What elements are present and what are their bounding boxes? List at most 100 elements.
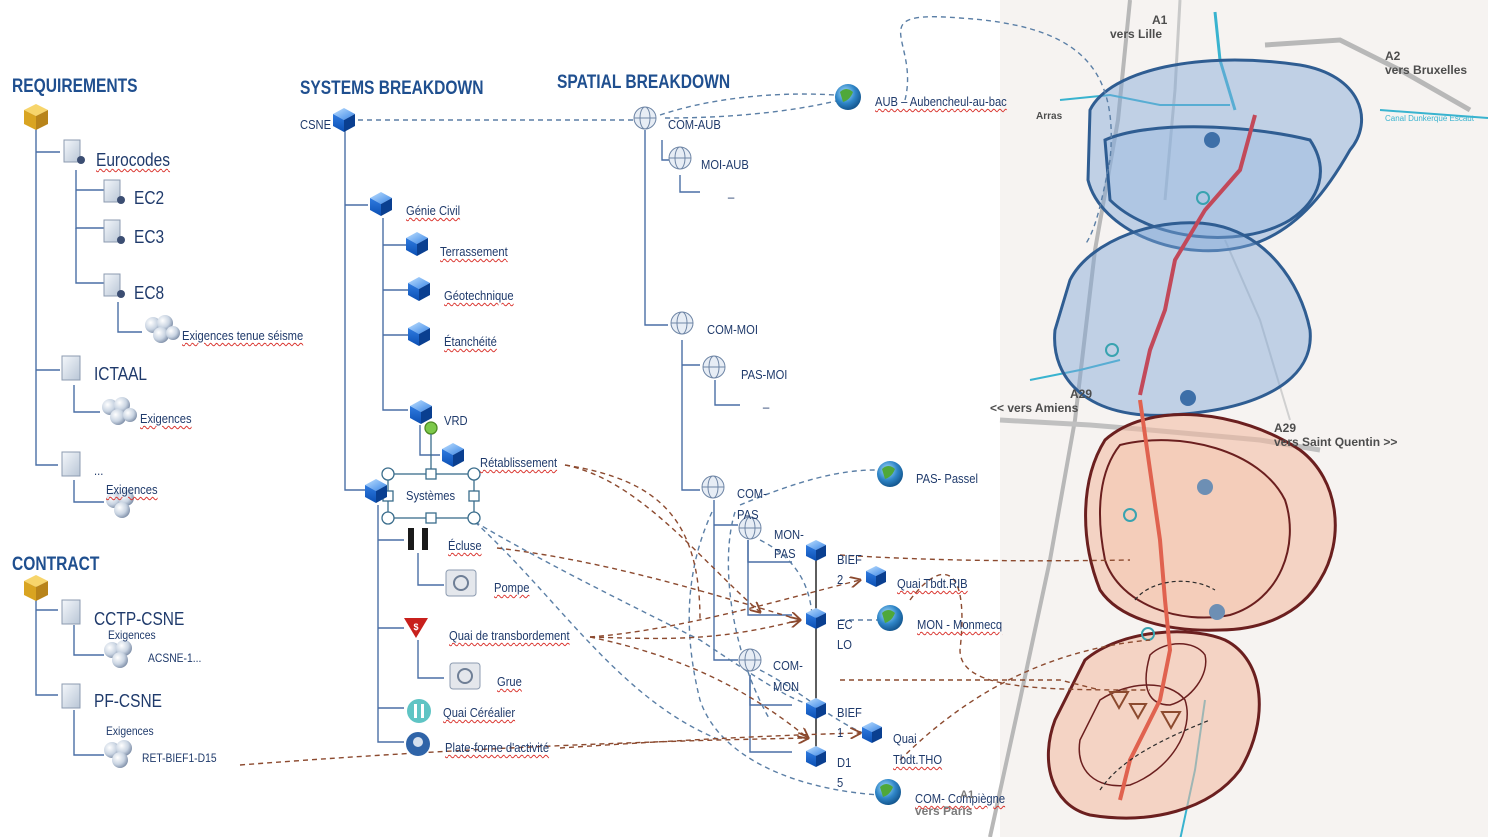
river-somme [1029,359,1121,381]
moi-aub-child-label[interactable]: _ [728,184,735,199]
com-mon-label-line1[interactable]: COM- [773,658,803,673]
csne-label[interactable]: CSNE [300,117,332,132]
map-lille-label: vers Lille [1110,27,1163,41]
zone-mon [1099,439,1291,619]
compiegne-label[interactable]: COM- Compiègne [915,791,1006,806]
ictaal-label[interactable]: ICTAAL [94,364,148,384]
triangle-marker-3 [1128,703,1148,721]
quai-rib-label[interactable]: Quai Tbdt.RIB [897,576,968,591]
eclo-label-line2[interactable]: LO [837,637,852,652]
pas-moi-child-label[interactable]: _ [763,394,770,409]
ec3-label[interactable]: EC3 [134,227,165,247]
map-links [1099,580,1216,791]
cctp-label[interactable]: CCTP-CSNE [94,609,185,629]
pas-moi-label[interactable]: PAS-MOI [741,367,788,382]
vrd-label[interactable]: VRD [444,413,468,428]
quai-tho-label-line1[interactable]: Quai [893,731,917,746]
contract-package-icon [24,575,48,601]
pf-doc-icon [61,683,81,709]
ec8-requirements-label[interactable]: Exigences tenue séisme [182,328,304,343]
zone-tho [1078,684,1188,787]
ellipsis-label[interactable]: ... [94,463,104,478]
ec8-doc-icon [103,273,125,298]
crane-icon [449,662,481,690]
pf-requirements-icon [104,740,132,768]
ecluse-label[interactable]: Écluse [448,538,482,553]
platform-marker-2 [1180,390,1196,406]
com-pas-label-line2[interactable]: PAS [737,507,759,522]
requirements-tree-lines [35,125,142,756]
bief2-label-line2[interactable]: 2 [837,572,844,587]
quai-rib-cube-icon [866,566,886,587]
triangle-marker-2 [1160,711,1182,731]
pompe-label[interactable]: Pompe [494,580,530,595]
etancheite-label[interactable]: Étanchéité [444,334,497,349]
passel-label[interactable]: PAS- Passel [916,471,978,486]
com-moi-label[interactable]: COM-MOI [707,322,758,337]
plateforme-label[interactable]: Plate-forme d'activité [445,740,550,755]
grue-label[interactable]: Grue [497,674,522,689]
canal-route-north [1138,114,1257,396]
handle-nw[interactable] [381,467,395,481]
ellipsis-requirements-label[interactable]: Exigences [106,482,158,497]
eurocodes-doc-icon [63,139,85,164]
lock-marker-1 [1196,191,1210,205]
ec2-label[interactable]: EC2 [134,188,165,208]
bief1-label-line1[interactable]: BIEF [837,705,862,720]
d15-label-line2[interactable]: 5 [837,775,844,790]
selection-handles[interactable] [381,421,481,525]
com-aub-label[interactable]: COM-AUB [668,117,721,132]
quai-cerealier-label[interactable]: Quai Céréalier [443,705,516,720]
ec2-doc-icon [103,179,125,204]
cereal-quay-icon [407,699,431,723]
handle-se[interactable] [467,511,481,525]
acsne-label[interactable]: ACSNE-1... [148,651,202,665]
bief1-label-line2[interactable]: 1 [837,725,844,740]
eclo-label-line1[interactable]: EC [837,617,853,632]
mon-pas-label-line1[interactable]: MON- [774,527,804,542]
moi-aub-label[interactable]: MOI-AUB [701,157,749,172]
handle-sw[interactable] [381,511,395,525]
handle-s[interactable] [425,512,437,524]
ictaal-requirements-label[interactable]: Exigences [140,411,192,426]
pf-requirements-label[interactable]: Exigences [106,724,154,738]
monmecq-label[interactable]: MON - Monmecq [917,617,1003,632]
handle-n[interactable] [425,468,437,480]
com-mon-sphere-icon [738,648,762,672]
geotechnique-label[interactable]: Géotechnique [444,288,514,303]
zone-aub [1086,58,1364,253]
rotate-handle[interactable] [424,421,438,435]
com-pas-label-line1[interactable]: COM- [737,486,767,501]
pf-label[interactable]: PF-CSNE [94,691,162,711]
quai-transbordement-label[interactable]: Quai de transbordement [449,628,570,643]
map-arras-label: Arras [1036,111,1063,122]
terrassement-label[interactable]: Terrassement [440,244,508,259]
monmecq-globe-icon [877,605,903,631]
ellipsis-doc-icon [61,451,81,477]
cctp-doc-icon [61,599,81,625]
map-a1-south-label: A1 [960,789,975,801]
systemes-label[interactable]: Systèmes [406,488,456,503]
map-a29-label: A29 [1274,421,1297,435]
ec8-label[interactable]: EC8 [134,283,165,303]
handle-e[interactable] [468,490,480,502]
lock-marker-3 [1123,508,1137,522]
ret-label[interactable]: RET-BIEF1-D15 [142,751,217,765]
quai-tho-label-line2[interactable]: Tbdt.THO [893,752,943,767]
com-mon-label-line2[interactable]: MON [773,679,800,694]
genie-civil-label[interactable]: Génie Civil [406,203,461,218]
bief2-label-line1[interactable]: BIEF [837,552,862,567]
handle-ne[interactable] [467,467,481,481]
systems-tree-lines [344,130,444,743]
passel-globe-icon [877,461,903,487]
eurocodes-label[interactable]: Eurocodes [96,150,171,170]
geotechnique-cube-icon [408,277,430,301]
aub-label[interactable]: AUB – Aubencheul-au-bac [875,94,1007,109]
d15-label-line1[interactable]: D1 [837,755,852,770]
bief1-cube-icon [806,698,826,719]
contract-heading: CONTRACT [12,554,100,575]
mon-pas-label-line2[interactable]: PAS [774,546,796,561]
cctp-requirements-label[interactable]: Exigences [108,628,156,642]
retablissement-label[interactable]: Rétablissement [480,455,558,470]
